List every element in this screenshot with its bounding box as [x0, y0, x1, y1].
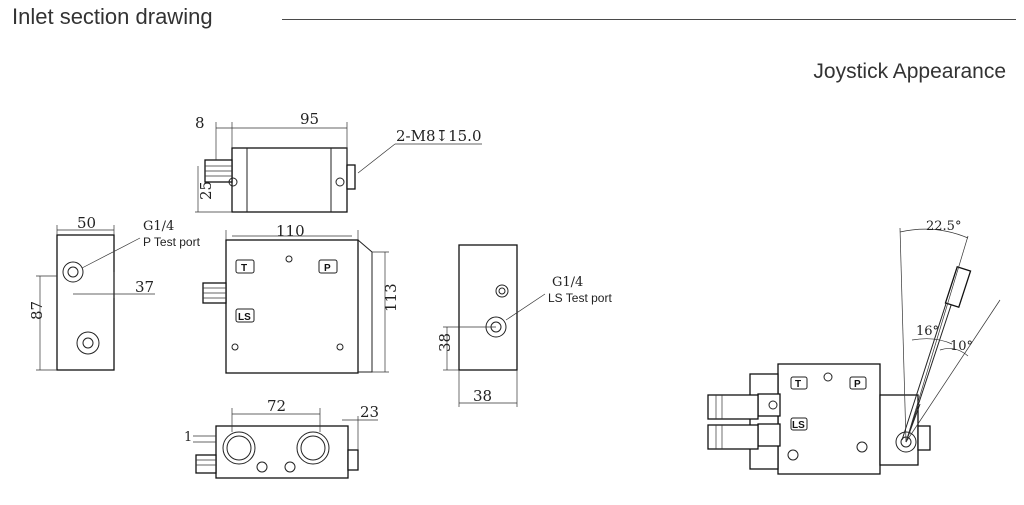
dim-right-height: 38	[436, 333, 454, 352]
dim-side-width: 50	[77, 214, 96, 232]
dim-bottom-right: 23	[360, 403, 379, 421]
dim-side-height: 87	[28, 301, 46, 320]
port-t-label: T	[241, 263, 247, 274]
angle-mid: 16°	[916, 324, 939, 339]
dim-bottom-width: 72	[267, 397, 286, 415]
angle-low: 10°	[950, 339, 973, 354]
dim-top-width: 95	[300, 110, 319, 128]
joystick-view: T P LS 22.5° 16° 10°	[707, 219, 1001, 475]
side-view: 50 87 37 G1/4 P Test port	[28, 214, 201, 371]
port-ls-label: LS	[238, 312, 251, 323]
front-view: T P LS 110 113	[202, 222, 400, 374]
ls-test-port-label: LS Test port	[548, 291, 612, 305]
dim-right-width: 38	[473, 387, 492, 405]
bottom-view: 72 23 1	[184, 397, 379, 479]
joystick-ls-label: LS	[792, 420, 805, 431]
joystick-t-label: T	[795, 379, 801, 390]
dim-front-height: 113	[382, 283, 400, 312]
dim-bottom-step: 1	[184, 430, 192, 445]
angle-top: 22.5°	[926, 219, 961, 234]
top-view: 8 95 25 2-M8↧15.0	[195, 110, 482, 213]
dim-front-width: 110	[276, 222, 305, 240]
port-p-label: P	[324, 263, 331, 274]
thread-callout: 2-M8↧15.0	[396, 127, 481, 145]
p-test-port-label: P Test port	[143, 235, 201, 249]
joystick-p-label: P	[854, 379, 861, 390]
title-rule	[282, 19, 1016, 20]
joystick-title: Joystick Appearance	[813, 60, 1006, 83]
p-port-thread: G1/4	[143, 219, 174, 234]
ls-port-thread: G1/4	[552, 275, 583, 290]
dim-top-height: 25	[197, 181, 215, 200]
dim-top-left: 8	[195, 114, 205, 132]
dim-port-offset: 37	[135, 278, 154, 296]
section-title: Inlet section drawing	[12, 4, 213, 29]
right-view: 38 38 G1/4 LS Test port	[436, 244, 612, 407]
